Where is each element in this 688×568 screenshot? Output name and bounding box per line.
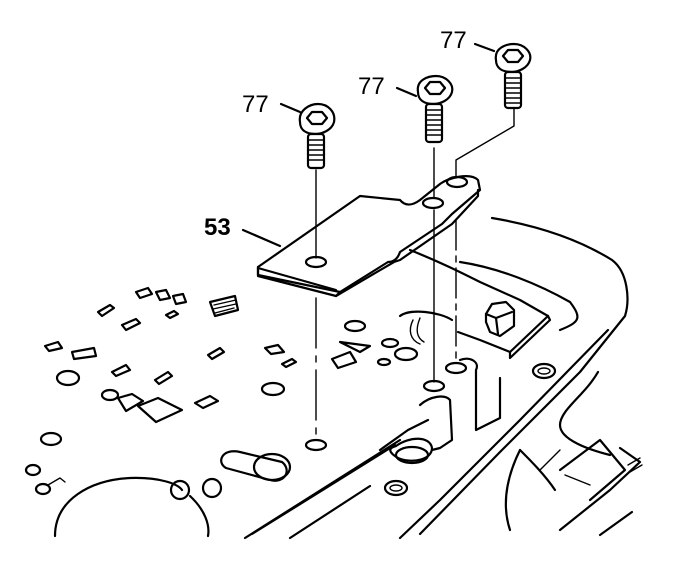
leader-line — [395, 86, 418, 98]
valve-body — [24, 216, 643, 540]
leader-line — [473, 42, 496, 53]
callout-label: 77 — [242, 91, 269, 118]
alignment-lines — [304, 107, 515, 452]
callout-bracket: 53 — [204, 214, 282, 248]
bracket-hole-right — [445, 175, 469, 189]
callout-bolt-middle: 77 — [358, 73, 418, 100]
bracket-53 — [256, 175, 482, 298]
leader-line — [279, 102, 302, 114]
hole — [55, 369, 81, 387]
leader-line — [241, 228, 282, 248]
callout-bolt-right: 77 — [440, 27, 496, 54]
hex-bolt-pad — [484, 300, 516, 338]
bracket-hole-middle — [421, 196, 445, 210]
callout-label: 77 — [440, 27, 467, 54]
callout-label: 77 — [358, 73, 385, 100]
callout-bolt-left: 77 — [242, 91, 302, 118]
port-cluster — [43, 286, 358, 424]
callout-label: 53 — [204, 214, 231, 241]
bolt-right — [494, 42, 532, 110]
bolt-middle — [416, 74, 454, 144]
bolt-left — [298, 102, 336, 170]
